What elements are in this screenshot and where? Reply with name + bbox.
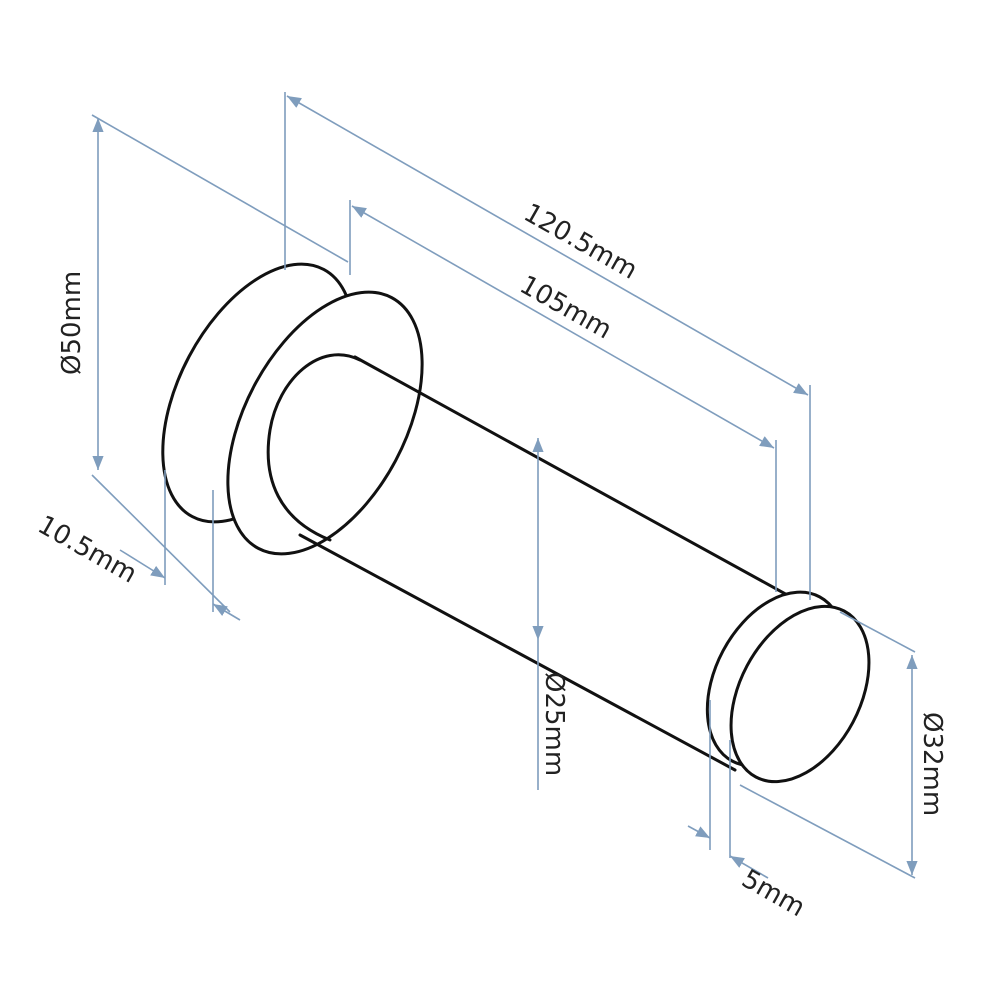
towel-hook-outline bbox=[161, 262, 871, 784]
bar-body-lower-edge bbox=[298, 533, 737, 772]
bar-body bbox=[353, 355, 802, 604]
end-cap-front-face bbox=[729, 604, 871, 784]
label-base-thickness: 10.5mm bbox=[33, 510, 142, 590]
label-base-diameter: Ø50mm bbox=[57, 271, 87, 375]
ext-line-cap-bottom bbox=[739, 784, 916, 879]
label-overall-length: 120.5mm bbox=[519, 198, 643, 286]
dim-base-thickness-a bbox=[119, 549, 166, 579]
ext-line-cap-top bbox=[839, 611, 916, 653]
dim-bar-length bbox=[351, 205, 775, 449]
ext-line-base-top bbox=[91, 114, 349, 263]
ext-line-base-bottom bbox=[91, 474, 231, 613]
label-bar-diameter: Ø25mm bbox=[539, 672, 569, 776]
label-end-cap-diameter: Ø32mm bbox=[917, 712, 947, 816]
dim-end-cap-thickness-a bbox=[687, 825, 711, 839]
dim-base-thickness-b bbox=[212, 603, 241, 621]
dim-end-cap-thickness-b bbox=[729, 855, 769, 879]
label-end-cap-thickness: 5mm bbox=[737, 864, 810, 923]
dimension-lines bbox=[91, 92, 918, 879]
